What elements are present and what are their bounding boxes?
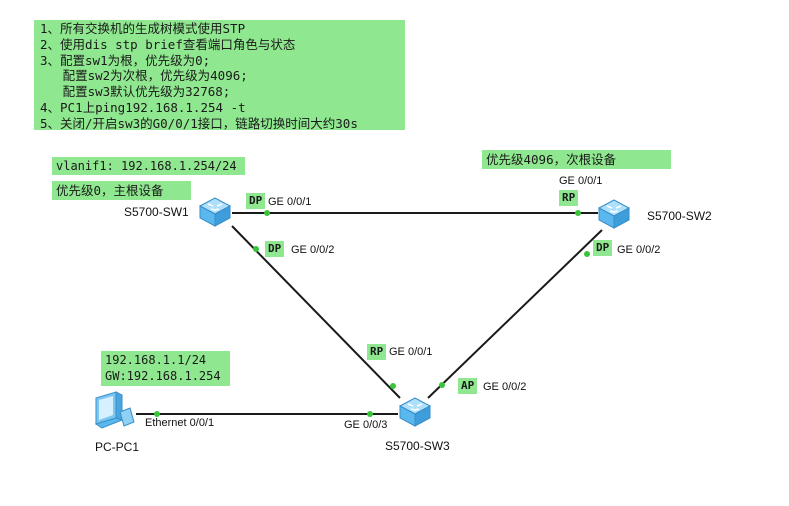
port-dot-sw2-ge001: [575, 210, 581, 216]
sw3-name: S5700-SW3: [385, 439, 450, 453]
note-line-7: 5、关闭/开启sw3的G0/0/1接口，链路切换时间大约30s: [40, 115, 358, 131]
sw2-ge001-role: RP: [559, 190, 579, 206]
sw2-name: S5700-SW2: [647, 209, 712, 223]
pc1-gw-label: GW:192.168.1.254: [105, 368, 221, 383]
sw2-priority-note: 优先级4096，次根设备: [482, 150, 671, 169]
sw3-ge003-label: GE 0/0/3: [344, 419, 388, 431]
link-sw2-sw3[interactable]: [427, 229, 603, 399]
sw1-vlanif-note: vlanif1: 192.168.1.254/24: [52, 157, 245, 175]
switch-sw1[interactable]: [196, 192, 234, 230]
switch-sw2[interactable]: [595, 194, 633, 232]
pc-pc1[interactable]: [90, 388, 138, 436]
sw1-ge001-role: DP: [246, 193, 266, 209]
port-dot-sw2-ge002: [584, 251, 590, 257]
sw3-ge001-label: GE 0/0/1: [389, 346, 433, 358]
switch-sw3[interactable]: [396, 392, 434, 430]
sw2-ge002-role: DP: [593, 240, 613, 256]
sw1-priority-note: 优先级0，主根设备: [52, 181, 191, 200]
sw1-ge001-label: GE 0/0/1: [268, 196, 312, 208]
port-dot-pc1-eth001: [154, 411, 160, 417]
sw2-ge002-label: GE 0/0/2: [617, 244, 661, 256]
pc1-ip-label: 192.168.1.1/24: [105, 353, 207, 367]
note-line-6: 4、PC1上ping192.168.1.254 -t: [40, 99, 246, 115]
note-line-1: 1、所有交换机的生成树模式使用STP: [40, 21, 246, 36]
port-dot-sw1-ge002: [253, 246, 259, 252]
sw1-name: S5700-SW1: [124, 205, 189, 219]
sw3-ge002-role: AP: [458, 378, 478, 394]
sw2-ge001-label: GE 0/0/1: [559, 175, 603, 187]
port-dot-sw3-ge001: [390, 383, 396, 389]
layer3-switch-icon: [597, 199, 631, 229]
sw3-ge002-label: GE 0/0/2: [483, 381, 527, 393]
note-line-5: 配置sw3默认优先级为32768;: [40, 84, 231, 100]
pc1-eth001-label: Ethernet 0/0/1: [145, 417, 215, 429]
port-dot-sw1-ge001: [264, 210, 270, 216]
note-line-3: 3、配置sw1为根，优先级为0;: [40, 52, 211, 68]
note-line-2: 2、使用dis stp brief查看端口角色与状态: [40, 36, 296, 52]
note-line-4: 配置sw2为次根，优先级为4096;: [40, 68, 248, 84]
layer3-switch-icon: [398, 397, 432, 427]
port-dot-sw3-ge003: [367, 411, 373, 417]
pc-icon: [94, 391, 135, 429]
sw1-ge002-label: GE 0/0/2: [291, 244, 335, 256]
layer3-switch-icon: [198, 197, 232, 227]
link-sw1-sw3[interactable]: [231, 225, 401, 399]
sw3-ge001-role: RP: [367, 344, 387, 360]
pc1-name: PC-PC1: [95, 440, 140, 454]
sw1-ge002-role: DP: [265, 241, 285, 257]
port-dot-sw3-ge002: [439, 382, 445, 388]
